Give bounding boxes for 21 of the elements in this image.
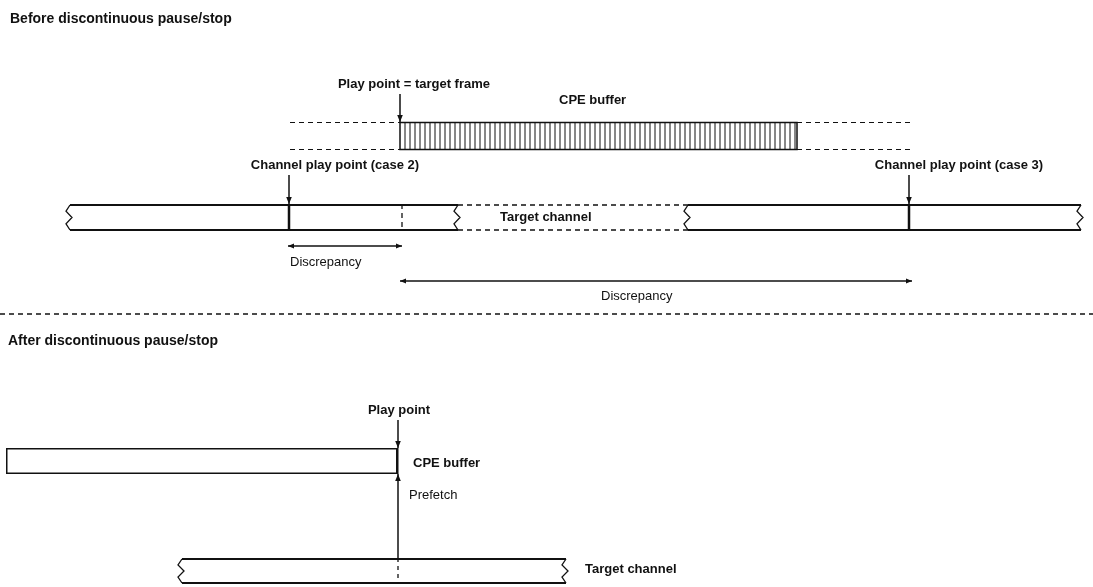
buffer-label: CPE buffer	[413, 455, 481, 471]
play-point-label: Channel play point (case 3)	[828, 157, 1090, 173]
play-point-label: Play point	[366, 402, 432, 418]
channel-label: Target channel	[500, 209, 592, 225]
section-heading: Before discontinuous pause/stop	[10, 9, 232, 27]
channel-bar	[66, 204, 1083, 231]
arrow	[395, 419, 401, 449]
play-point-label: Play point = target frame	[298, 76, 530, 92]
dimension-label: Discrepancy	[601, 288, 673, 304]
play-point-label: Channel play point (case 2)	[208, 157, 462, 173]
buffer-label: CPE buffer	[559, 92, 627, 108]
channel-label: Target channel	[585, 561, 677, 577]
buffer-bar	[290, 122, 912, 150]
arrow	[397, 93, 403, 123]
arrow	[395, 473, 401, 559]
arrow	[286, 174, 292, 205]
channel-bar	[178, 558, 568, 584]
section-heading: After discontinuous pause/stop	[8, 331, 218, 349]
dimension-label: Discrepancy	[290, 254, 362, 270]
buffer-bar	[6, 448, 398, 474]
arrow	[906, 174, 912, 205]
